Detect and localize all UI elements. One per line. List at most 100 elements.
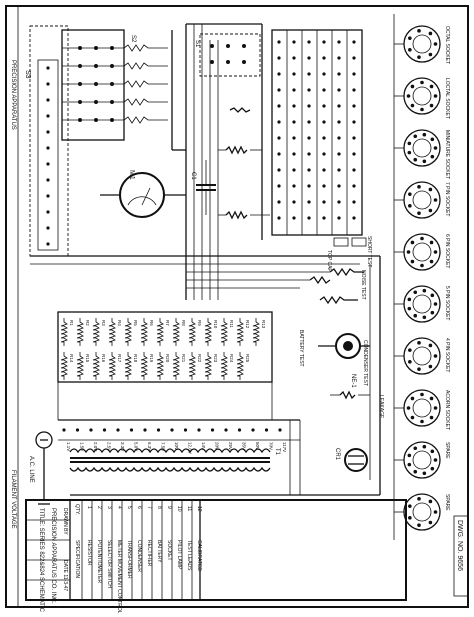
- left-margin-label-bottom: FILAMENT VOLTAGE: [10, 470, 16, 529]
- matrix-contact: [322, 88, 326, 92]
- spec-row-number: 7: [146, 506, 152, 509]
- matrix-contact: [337, 216, 341, 220]
- resistor-label: R24: [229, 354, 234, 363]
- matrix-contact: [277, 168, 281, 172]
- condenser-label: C1: [190, 172, 196, 180]
- voltage-contact: [224, 428, 228, 432]
- resistor-label: R20: [165, 354, 170, 363]
- svg-text:NOISE TEST: NOISE TEST: [360, 270, 366, 300]
- matrix-contact: [277, 136, 281, 140]
- voltage-contact: [170, 428, 174, 432]
- matrix-contact: [292, 168, 296, 172]
- potentiometer-group: [218, 24, 270, 240]
- meter-label: M1: [128, 170, 135, 180]
- matrix-contact: [352, 72, 356, 76]
- svg-text:BATTERY TEST: BATTERY TEST: [298, 330, 304, 367]
- matrix-contact: [292, 136, 296, 140]
- voltage-label: 117V: [282, 442, 287, 452]
- matrix-contact: [352, 56, 356, 60]
- spec-row-number: 11: [186, 506, 192, 511]
- svg-text:FILAMENT VOLTAGE: FILAMENT VOLTAGE: [10, 470, 16, 529]
- matrix-contact: [337, 184, 341, 188]
- voltage-label: 12.6V: [188, 442, 193, 454]
- resistor-r21: R21: [172, 352, 186, 380]
- socket-5: 6 PIN SOCKET: [394, 233, 450, 271]
- socket-10: SPARE: [394, 493, 450, 531]
- spec-row-number: 5: [126, 506, 132, 509]
- matrix-contact: [322, 40, 326, 44]
- matrix-contact: [307, 72, 311, 76]
- matrix-contact: [307, 104, 311, 108]
- resistor-label: R22: [197, 354, 202, 363]
- drawing-number: DWG. NO. 9656: [453, 515, 469, 597]
- matrix-contact: [322, 216, 326, 220]
- spec-header-qty: QTY.: [74, 504, 80, 515]
- resistor-label: R3: [101, 320, 106, 326]
- voltage-contact: [251, 428, 255, 432]
- spec-row: TEST LEADS: [186, 540, 192, 571]
- matrix-contact: [292, 184, 296, 188]
- matrix-contact: [352, 120, 356, 124]
- socket-1: OCTAL SOCKET: [394, 25, 450, 64]
- resistor-label: R2: [85, 320, 90, 326]
- resistor-label: R14: [69, 354, 74, 363]
- matrix-contact: [307, 152, 311, 156]
- resistor-r9: R9: [188, 318, 202, 346]
- spec-row: SOCKET: [166, 540, 172, 561]
- resistor-r8: R8: [172, 318, 186, 346]
- resistor-r11: R11: [220, 318, 234, 346]
- matrix-contact: [352, 136, 356, 140]
- resistor-r22: R22: [188, 352, 202, 380]
- matrix-contact: [277, 72, 281, 76]
- matrix-contact: [322, 152, 326, 156]
- matrix-contact: [322, 184, 326, 188]
- resistor-label: R11: [229, 320, 234, 328]
- matrix-contact: [307, 120, 311, 124]
- matrix-contact: [322, 136, 326, 140]
- spec-row: SELECTOR SWITCH: [106, 540, 112, 588]
- svg-text:DWG. NO. 9656: DWG. NO. 9656: [456, 520, 463, 571]
- matrix-contact: [337, 40, 341, 44]
- socket-2: LOCTAL SOCKET: [394, 77, 450, 119]
- socket-label: SPARE: [444, 442, 450, 459]
- matrix-contact: [277, 200, 281, 204]
- resistor-r20: R20: [156, 352, 170, 380]
- matrix-contact: [337, 200, 341, 204]
- resistor-label: R6: [149, 320, 154, 326]
- matrix-contact: [307, 136, 311, 140]
- rectifier-cr1: CR1: [334, 448, 368, 472]
- resistor-r3: R3: [92, 318, 106, 346]
- matrix-contact: [292, 200, 296, 204]
- matrix-contact: [277, 88, 281, 92]
- spec-row-number: 10: [176, 506, 182, 512]
- svg-text:LEAKAGE: LEAKAGE: [378, 395, 384, 419]
- matrix-contact: [307, 184, 311, 188]
- resistor-label: R12: [245, 320, 250, 329]
- matrix-contact: [337, 120, 341, 124]
- matrix-contact: [337, 56, 341, 60]
- resistor-label: R4: [117, 320, 122, 326]
- svg-text:PRECISION APPARATUS: PRECISION APPARATUS: [10, 60, 16, 130]
- spec-row: TRANSFORMER: [126, 540, 132, 579]
- matrix-contact: [292, 40, 296, 44]
- socket-9: SPARE: [394, 441, 450, 479]
- voltage-contact: [278, 428, 282, 432]
- matrix-contact: [307, 88, 311, 92]
- matrix-contact: [277, 152, 281, 156]
- socket-label: LOCTAL SOCKET: [444, 78, 450, 119]
- spec-row-number: 3: [106, 506, 112, 509]
- voltage-contact: [156, 428, 161, 432]
- svg-text:CONDENSER TEST: CONDENSER TEST: [362, 340, 368, 386]
- resistor-r5: R5: [124, 318, 138, 346]
- noise-test-group: NOISE TEST BATTERY TEST: [298, 270, 366, 367]
- resistor-label: R21: [181, 354, 186, 363]
- switch-s1-label: S1: [194, 40, 200, 48]
- resistor-r7: R7: [156, 318, 170, 346]
- matrix-contact: [352, 40, 356, 44]
- matrix-contact: [277, 104, 281, 108]
- matrix-contact: [277, 40, 281, 44]
- socket-selector-matrix: [271, 29, 363, 236]
